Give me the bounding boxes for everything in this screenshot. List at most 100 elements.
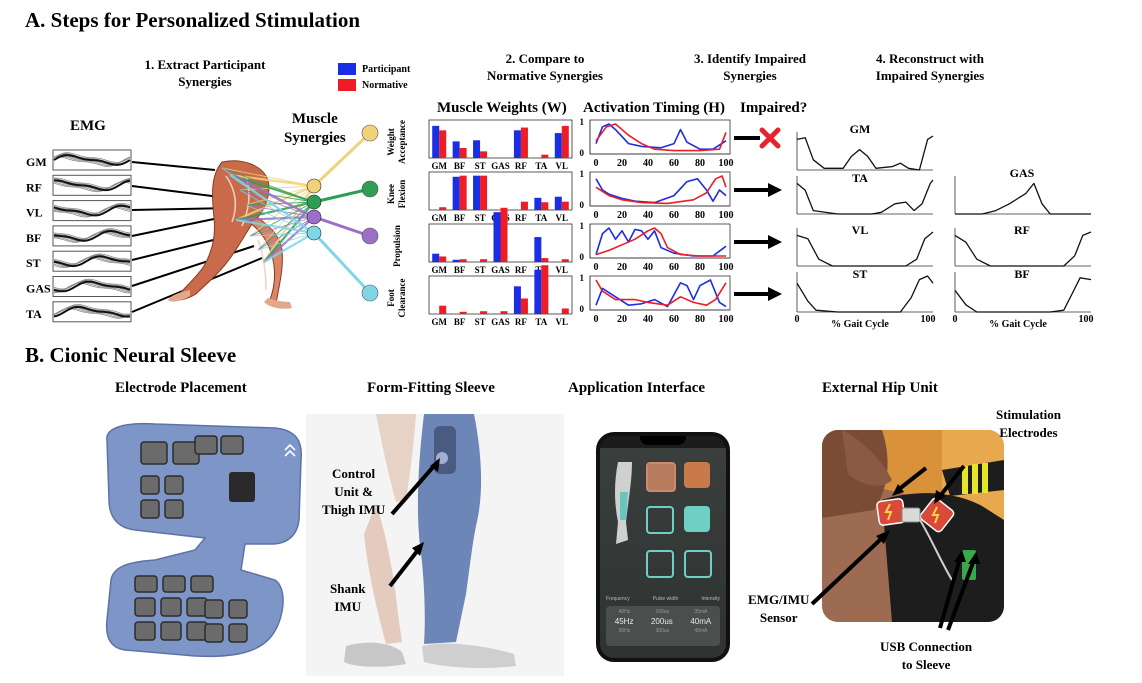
electrode-pads-thigh	[140, 435, 244, 519]
bar-participant-bf	[452, 176, 460, 210]
electrode-pad	[164, 499, 184, 519]
gait-end-left: 100	[921, 314, 936, 325]
timing-line-participant	[595, 178, 727, 204]
bar-normative-bf	[459, 259, 467, 262]
app-interface-title: Application Interface	[568, 380, 706, 396]
electrode-pad	[186, 621, 208, 641]
timing-xtick-20: 20	[617, 314, 627, 325]
timing-ytick-0: 0	[580, 148, 585, 158]
bar-tick-st: ST	[475, 161, 486, 171]
synergy-weight-line	[245, 204, 315, 218]
channel-tile-6[interactable]	[684, 550, 712, 578]
synergy-link-line	[312, 231, 372, 295]
timing-xtick-100: 100	[719, 262, 734, 273]
bar-participant-ta	[534, 269, 542, 314]
timing-xtick-0: 0	[594, 158, 599, 169]
timing-xtick-80: 80	[695, 158, 705, 169]
bar-normative-ta	[541, 258, 549, 262]
synergy-link-line	[313, 215, 371, 238]
bar-participant-ta	[534, 197, 542, 210]
channel-tile-3[interactable]	[646, 506, 674, 534]
pulse-width-value: 200us	[650, 617, 673, 626]
synergy-weight-line	[221, 167, 315, 203]
timing-xtick-20: 20	[617, 262, 627, 273]
bar-tick-ta: TA	[535, 161, 547, 171]
timing-ytick-1: 1	[580, 169, 585, 179]
bar-tick-st: ST	[475, 213, 486, 223]
electrode-pad	[220, 435, 244, 455]
bar-participant-gm	[432, 125, 440, 158]
muscle-weight-charts: GMBFSTGASRFTAVLGMBFSTGASRFTAVLGMBFSTGASR…	[428, 119, 573, 327]
x-mark-icon	[759, 127, 781, 149]
timing-xtick-40: 40	[643, 262, 653, 273]
impaired-indicators	[734, 127, 782, 301]
bar-tick-st: ST	[475, 317, 486, 327]
channel-tile-1[interactable]	[646, 462, 676, 492]
bar-normative-gm	[439, 130, 447, 158]
bar-normative-gas	[500, 209, 508, 262]
arrow-right-icon	[734, 183, 782, 197]
synergy-weight-line	[263, 232, 315, 263]
timing-title: Activation Timing (H)	[583, 100, 725, 116]
bar-tick-vl: VL	[556, 265, 569, 275]
recon-panel-gas: GAS	[954, 166, 1091, 215]
synergy-node-2	[361, 180, 379, 198]
electrode-control-port	[229, 472, 255, 502]
channel-tile-5[interactable]	[646, 550, 674, 578]
channel-tile-4[interactable]	[684, 506, 710, 532]
shoe-right	[422, 643, 516, 669]
recon-label-vl: VL	[852, 223, 869, 237]
emg-label-bf: BF	[26, 231, 41, 245]
bar-participant-gm	[432, 253, 440, 262]
channel-tile-2[interactable]	[684, 462, 710, 488]
bar-normative-bf	[459, 148, 467, 158]
bar-tick-bf: BF	[454, 213, 466, 223]
bar-normative-ta	[541, 265, 549, 314]
synergy-weight-line	[245, 204, 315, 234]
electrode-pad	[140, 499, 160, 519]
recon-label-ta: TA	[852, 171, 868, 185]
timing-frame	[589, 119, 731, 155]
timing-line-participant	[595, 123, 727, 150]
synergy-weight-line	[249, 216, 315, 237]
timing-ytick-1: 1	[580, 221, 585, 231]
bar-tick-rf: RF	[515, 317, 527, 327]
phone-notch	[640, 436, 686, 445]
timing-xtick-80: 80	[695, 210, 705, 221]
timing-xtick-40: 40	[643, 210, 653, 221]
synergy-weight-line	[221, 167, 315, 234]
bar-tick-gas: GAS	[491, 317, 510, 327]
legend: Participant Normative	[338, 62, 410, 92]
emg-trace	[53, 153, 131, 164]
timing-ytick-0: 0	[580, 200, 585, 210]
legend-item-participant: Participant	[338, 62, 410, 76]
electrode-pad	[228, 623, 248, 643]
recon-curve	[796, 231, 934, 267]
recon-curve	[796, 275, 934, 313]
bar-normative-rf	[520, 127, 528, 158]
timing-ytick-0: 0	[580, 304, 585, 314]
bar-normative-rf	[520, 298, 528, 314]
bar-normative-vl	[561, 308, 569, 314]
electrode-pad	[204, 599, 224, 619]
timing-xtick-60: 60	[669, 262, 679, 273]
electrode-pad	[228, 599, 248, 619]
electrode-placement-title: Electrode Placement	[115, 380, 247, 396]
timing-ytick-1: 1	[580, 117, 585, 127]
timing-xtick-40: 40	[643, 158, 653, 169]
synergy-weight-line	[257, 201, 315, 251]
emg-label-ta: TA	[26, 307, 42, 321]
bar-tick-gas: GAS	[491, 161, 510, 171]
synergy-node-small-2	[306, 194, 322, 210]
timing-frame	[589, 171, 731, 207]
